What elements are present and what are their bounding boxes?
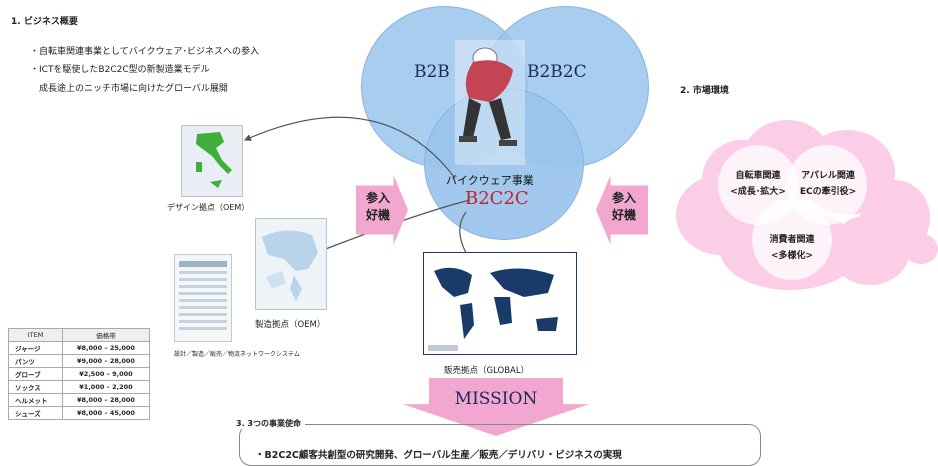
business-bullet-2: ・ICTを駆使したB2C2C型の新製造業モデル	[30, 65, 210, 75]
world-map-image	[423, 252, 577, 355]
table-cell-item: パンツ	[8, 354, 63, 368]
table-row: パンツ¥9,000 – 28,000	[8, 354, 150, 368]
table-cell-price: ¥9,000 – 28,000	[62, 354, 150, 368]
table-cell-price: ¥8,000 – 28,000	[62, 393, 150, 407]
table-cell-item: シューズ	[8, 406, 63, 420]
market-title: 2. 市場環境	[680, 86, 729, 96]
table-cell-price: ¥8,000 – 45,000	[62, 406, 150, 420]
price-table-header-item: ITEM	[8, 328, 63, 342]
business-bullet-1: ・自転車関連事業としてバイクウェア･ビジネスへの参入	[30, 47, 260, 57]
business-title: 1. ビジネス概要	[11, 17, 78, 27]
table-cell-price: ¥2,500 – 9,000	[62, 367, 150, 381]
market-item-bicycle: 自転車関連 <成長･拡大>	[730, 171, 786, 197]
mission-title: 3. 3つの事業使命	[232, 418, 305, 429]
china-map-image	[255, 218, 327, 310]
table-row: ソックス¥1,000 – 2,200	[8, 380, 150, 394]
business-bullet-3: 成長途上のニッチ市場に向けたグローバル展開	[30, 84, 228, 94]
table-row: グローブ¥2,500 – 9,000	[8, 367, 150, 381]
network-system-label: 設計／製造／販売／物流ネットワークシステム	[174, 351, 300, 358]
table-row: ヘルメット¥8,000 – 28,000	[8, 393, 150, 407]
table-cell-price: ¥8,000 – 25,000	[62, 341, 150, 355]
entry-arrow-right-label: 参入 好機	[611, 191, 636, 222]
italy-map-image	[181, 125, 243, 197]
price-table: ITEM 価格帯 ジャージ¥8,000 – 25,000 パンツ¥9,000 –…	[8, 328, 150, 420]
design-location-label: デザイン拠点（OEM）	[167, 203, 250, 212]
cyclist-photo	[455, 40, 525, 165]
table-row: シューズ¥8,000 – 45,000	[8, 406, 150, 420]
table-cell-price: ¥1,000 – 2,200	[62, 380, 150, 394]
market-item-apparel: アパレル関連 ECの牽引役>	[799, 171, 857, 197]
table-row: ジャージ¥8,000 – 25,000	[8, 341, 150, 355]
market-item-consumer: 消費者関連 <多様化>	[769, 235, 815, 261]
b2c2c-label: B2C2C	[465, 188, 529, 209]
sales-location-label: 販売拠点（GLOBAL）	[444, 366, 530, 376]
entry-arrow-left-label: 参入 好機	[365, 191, 390, 222]
b2b-label: B2B	[414, 62, 450, 82]
bikewear-label: バイクウェア事業	[446, 174, 534, 187]
network-document-image	[174, 254, 232, 342]
price-table-header-price: 価格帯	[62, 328, 150, 342]
table-cell-item: ソックス	[8, 380, 63, 394]
table-cell-item: ジャージ	[8, 341, 63, 355]
table-cell-item: ヘルメット	[8, 393, 63, 407]
manufacturing-location-label: 製造拠点（OEM）	[255, 320, 326, 330]
table-cell-item: グローブ	[8, 367, 63, 381]
b2b2c-label: B2B2C	[527, 62, 587, 82]
mission-item-1: ・B2C2C顧客共創型の研究開発、グローバル生産／販売／デリバリ・ビジネスの実現	[255, 450, 622, 461]
mission-arrow-label: MISSION	[454, 389, 538, 409]
